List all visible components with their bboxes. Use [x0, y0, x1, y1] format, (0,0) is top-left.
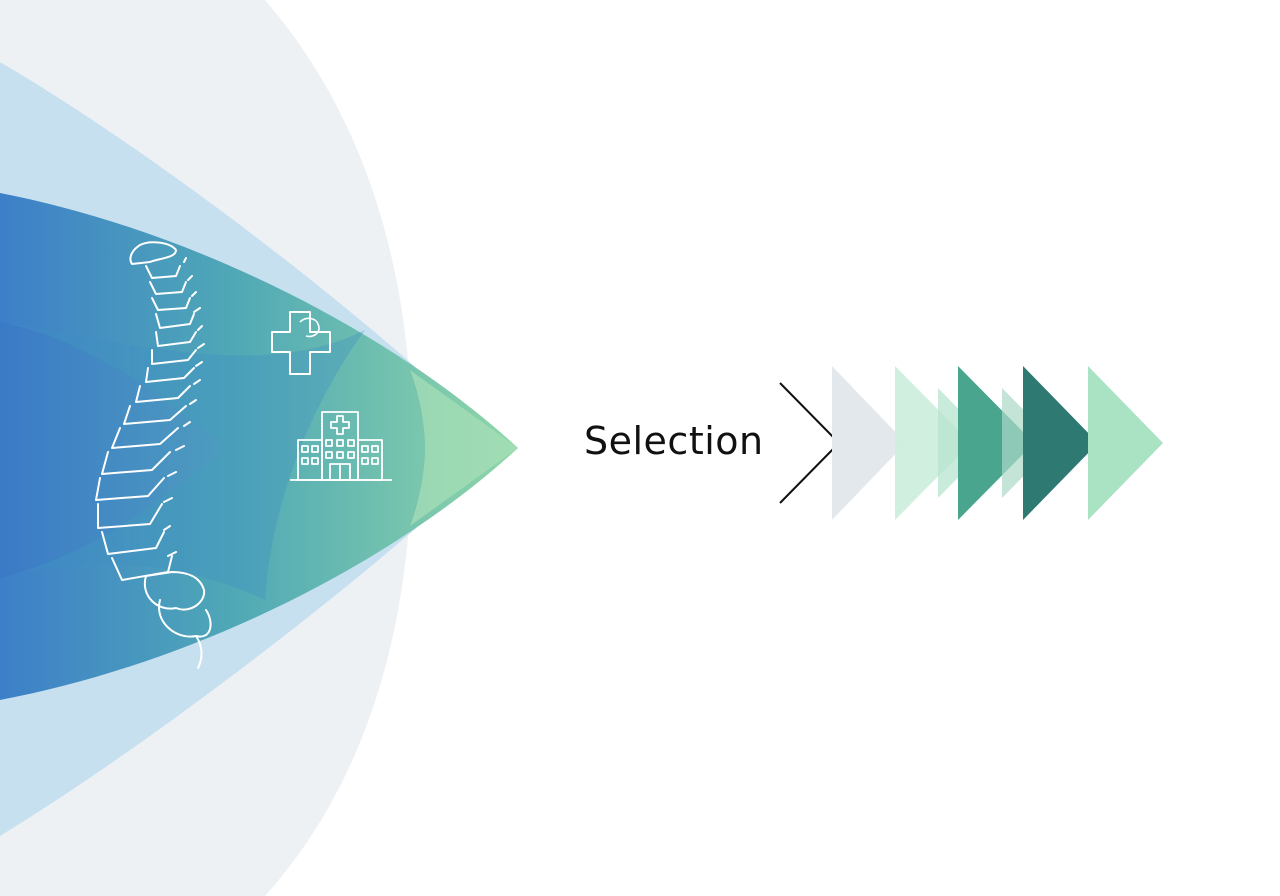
funnel-core — [0, 322, 225, 578]
arrow-triangle-2 — [895, 366, 971, 520]
arrow-triangle-4 — [958, 366, 1034, 520]
funnel-tip-band — [410, 370, 518, 526]
hospital-icon — [290, 411, 392, 481]
spine-icon — [95, 241, 212, 669]
funnel-wedge — [0, 193, 518, 700]
selection-label: Selection — [584, 419, 764, 463]
medical-cross-icon — [271, 311, 331, 375]
arrow-triangle-6 — [1023, 366, 1098, 520]
arrow-triangle-1 — [832, 366, 906, 520]
arrow-triangle-7 — [1088, 366, 1163, 520]
chevron-right-icon — [779, 382, 841, 504]
